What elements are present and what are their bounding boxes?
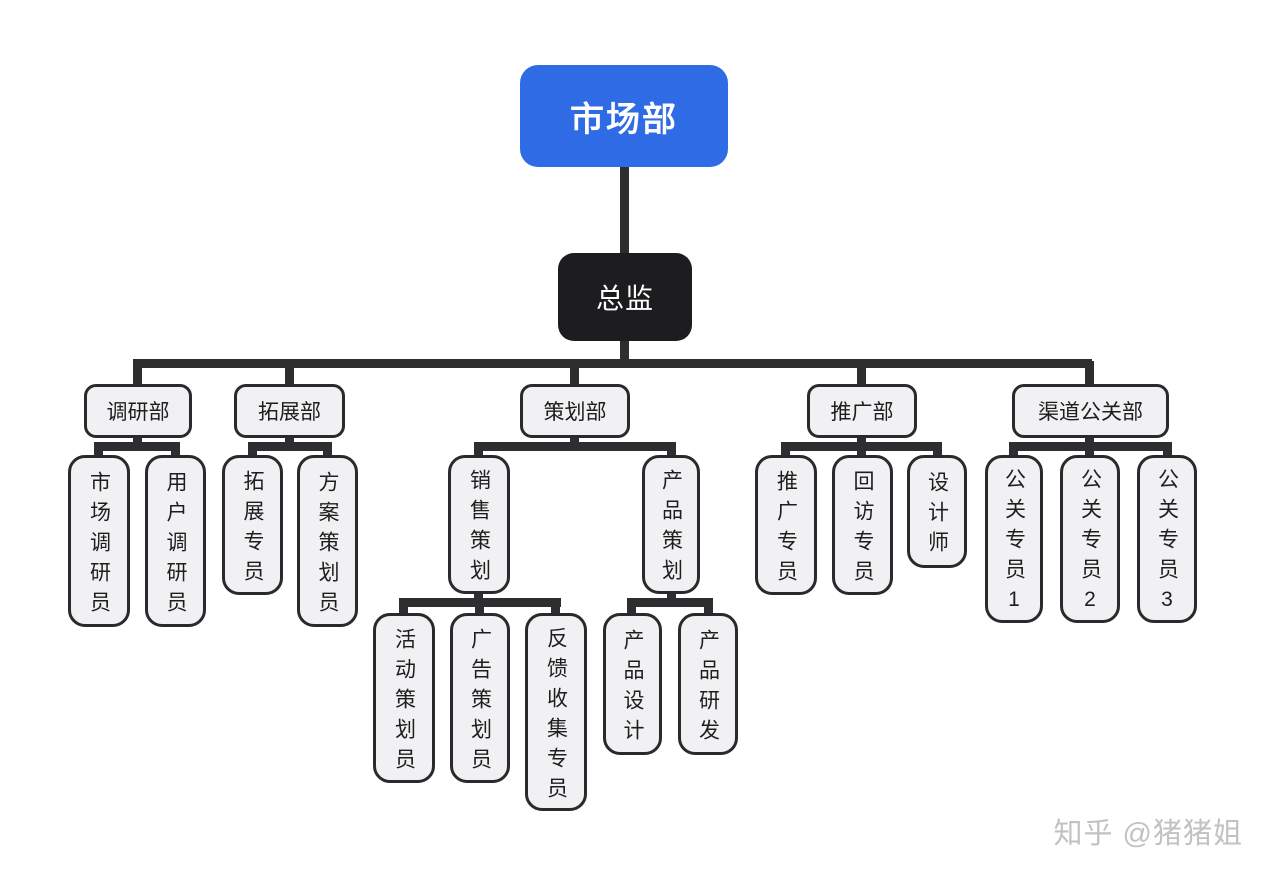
node-market-researcher: 市场调研员 — [68, 455, 130, 627]
node-promotion-dept: 推广部 — [807, 384, 917, 438]
node-feedback-collector: 反馈收集专员 — [525, 613, 587, 811]
connector-channel-pr-child-3 — [1163, 448, 1172, 458]
node-proposal-planner: 方案策划员 — [297, 455, 358, 627]
node-event-planner: 活动策划员 — [373, 613, 435, 783]
connector-stub-research-dept — [133, 361, 142, 386]
node-pr-specialist-1: 公关专员1 — [985, 455, 1043, 623]
connector-planning-down — [570, 434, 579, 447]
connector-stub-expansion-dept — [285, 361, 294, 386]
connector-planning-bar — [474, 442, 676, 451]
node-pr-specialist-2: 公关专员2 — [1060, 455, 1120, 623]
connector-stub-promotion-dept — [857, 361, 866, 386]
connector-root-director — [620, 165, 629, 257]
connector-channel-pr-down — [1085, 434, 1094, 447]
node-designer-label: 设计师 — [925, 471, 949, 561]
node-ad-planner-label: 广告策划员 — [468, 627, 492, 778]
node-planning-dept-label: 策划部 — [543, 401, 607, 424]
node-channel-pr-dept: 渠道公关部 — [1012, 384, 1169, 438]
connector-promotion-down — [857, 434, 866, 447]
node-promotion-specialist: 推广专员 — [755, 455, 817, 595]
node-product-rnd-label: 产品研发 — [696, 628, 720, 749]
connector-sales-planning-child-2 — [475, 604, 484, 616]
node-product-design: 产品设计 — [603, 613, 662, 755]
node-expansion-dept-label: 拓展部 — [258, 401, 321, 424]
node-user-researcher: 用户调研员 — [145, 455, 206, 627]
node-product-planning: 产品策划 — [642, 455, 700, 594]
connector-promotion-child-1 — [781, 448, 790, 458]
node-product-design-label: 产品设计 — [621, 628, 644, 749]
node-research-dept: 调研部 — [84, 384, 192, 438]
node-promotion-specialist-label: 推广专员 — [774, 469, 798, 590]
connector-channel-pr-child-2 — [1085, 448, 1094, 458]
connector-product-planning-bar — [627, 598, 713, 607]
connector-research-child-1 — [94, 448, 103, 458]
connector-promotion-bar — [781, 442, 942, 451]
connector-sales-planning-down — [474, 590, 483, 603]
node-expansion-dept: 拓展部 — [234, 384, 345, 438]
node-expansion-specialist-label: 拓展专员 — [241, 469, 264, 590]
connector-main-bar — [133, 359, 1092, 368]
connector-product-planning-down — [667, 590, 676, 603]
connector-expansion-child-2 — [323, 448, 332, 458]
connector-product-planning-child-2 — [704, 604, 713, 616]
node-product-planning-label: 产品策划 — [659, 469, 683, 589]
node-ad-planner: 广告策划员 — [450, 613, 510, 783]
node-pr-specialist-1-label: 公关专员1 — [1002, 467, 1026, 620]
node-followup-specialist-label: 回访专员 — [851, 469, 874, 590]
connector-research-child-2 — [171, 448, 180, 458]
node-director-label: 总监 — [595, 283, 654, 314]
connector-stub-channel-pr-dept — [1085, 361, 1094, 386]
connector-sales-planning-child-1 — [399, 604, 408, 616]
watermark-zhihu: 知乎 @猪猪姐 — [1053, 818, 1243, 850]
connector-research-bar — [94, 442, 180, 451]
connector-promotion-child-3 — [933, 448, 942, 458]
node-pr-specialist-2-label: 公关专员2 — [1078, 467, 1102, 620]
node-marketing-dept: 市场部 — [520, 65, 728, 167]
connector-research-down — [133, 434, 142, 447]
node-research-dept-label: 调研部 — [106, 401, 170, 424]
node-expansion-specialist: 拓展专员 — [222, 455, 283, 595]
connector-sales-planning-child-3 — [551, 604, 560, 616]
connector-stub-planning-dept — [570, 361, 579, 386]
node-sales-planning-label: 销售策划 — [467, 469, 491, 589]
node-marketing-dept-label: 市场部 — [570, 100, 678, 139]
connector-planning-child-1 — [474, 448, 483, 458]
connector-expansion-child-1 — [248, 448, 257, 458]
node-user-researcher-label: 用户调研员 — [164, 470, 187, 621]
node-pr-specialist-3-label: 公关专员3 — [1155, 467, 1179, 620]
node-designer: 设计师 — [907, 455, 967, 568]
node-sales-planning: 销售策划 — [448, 455, 510, 594]
connector-product-planning-child-1 — [627, 604, 636, 616]
node-promotion-dept-label: 推广部 — [830, 401, 894, 424]
connector-director-bar — [620, 338, 629, 364]
node-market-researcher-label: 市场调研员 — [87, 470, 111, 621]
connector-planning-child-2 — [667, 448, 676, 458]
node-pr-specialist-3: 公关专员3 — [1137, 455, 1197, 623]
connector-channel-pr-child-1 — [1009, 448, 1018, 458]
node-channel-pr-dept-label: 渠道公关部 — [1038, 401, 1143, 424]
connector-promotion-child-2 — [857, 448, 866, 458]
node-feedback-collector-label: 反馈收集专员 — [544, 626, 568, 807]
node-event-planner-label: 活动策划员 — [392, 627, 416, 778]
node-proposal-planner-label: 方案策划员 — [316, 470, 339, 621]
connector-expansion-bar — [248, 442, 332, 451]
node-planning-dept: 策划部 — [520, 384, 630, 438]
node-product-rnd: 产品研发 — [678, 613, 738, 755]
connector-sales-planning-bar — [399, 598, 561, 607]
connector-channel-pr-bar — [1009, 442, 1172, 451]
connector-expansion-down — [285, 434, 294, 447]
node-followup-specialist: 回访专员 — [832, 455, 893, 595]
node-director: 总监 — [558, 253, 692, 341]
